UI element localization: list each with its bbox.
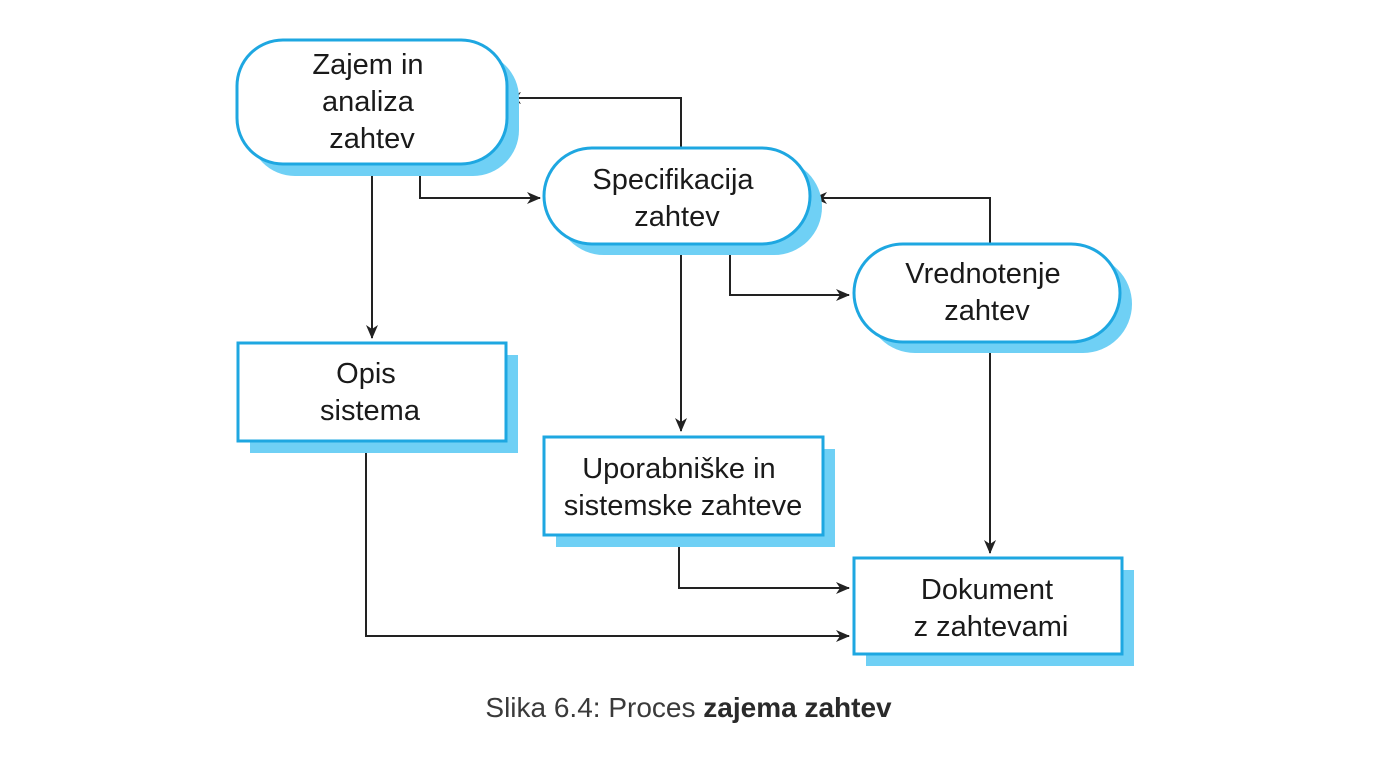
node-label-line: sistemske zahteve [564, 490, 803, 522]
node-uporabniske-in-sistemske-zahteve: Uporabniške in sistemske zahteve [542, 435, 835, 547]
node-label-line: Opis [336, 358, 396, 390]
svg-text:Dokument z zahtevami: Dokument z zahtevami [914, 574, 1069, 643]
svg-text:Zajem in analiza z: Zajem in analiza zahtev [312, 49, 431, 155]
figure-caption: Slika 6.4: Proces zajema zahtev [0, 692, 1377, 724]
svg-text:Specifikacija zahtev: Specifikacija zahtev [592, 164, 761, 233]
node-label-line: sistema [320, 395, 421, 427]
svg-text:Uporabniške in sistemske: Uporabniške in sistemske zahteve [564, 453, 803, 522]
node-label-line: analiza [322, 86, 415, 118]
node-label-line: zahtev [329, 123, 415, 155]
node-label-line: zahtev [634, 201, 720, 233]
arrow-vrednotenje-to-specifikacija [813, 192, 991, 244]
caption-bold: zajema zahtev [703, 692, 892, 723]
node-label-line: Dokument [921, 574, 1053, 606]
caption-prefix: Slika 6.4: Proces [485, 692, 704, 723]
node-label-line: Vrednotenje [905, 258, 1060, 290]
node-zajem-in-analiza-zahtev: Zajem in analiza zahtev [235, 38, 519, 176]
node-label-line: z zahtevami [914, 611, 1069, 643]
node-label-line: Zajem in [312, 49, 423, 81]
node-label-line: Specifikacija [592, 164, 754, 196]
node-specifikacija-zahtev: Specifikacija zahtev [542, 146, 822, 255]
node-vrednotenje-zahtev: Vrednotenje zahtev [852, 242, 1132, 353]
node-dokument-z-zahtevami: Dokument z zahtevami [852, 556, 1134, 666]
svg-text:Opis sistema: Opis sistema [320, 358, 421, 427]
arrow-specifikacija-to-vrednotenje [729, 244, 850, 301]
arrow-uporabniske-to-dokument [678, 535, 850, 594]
arrow-opis-to-dokument [365, 440, 850, 642]
svg-text:Vrednotenje zahtev: Vrednotenje zahtev [905, 258, 1068, 327]
node-label-line: zahtev [944, 295, 1030, 327]
process-diagram: Zajem in analiza zahtev Specifikacija za… [235, 38, 1134, 666]
arrow-specifikacija-to-zajem [507, 92, 682, 148]
node-label-line: Uporabniške in [582, 453, 775, 485]
node-opis-sistema: Opis sistema [236, 341, 518, 453]
